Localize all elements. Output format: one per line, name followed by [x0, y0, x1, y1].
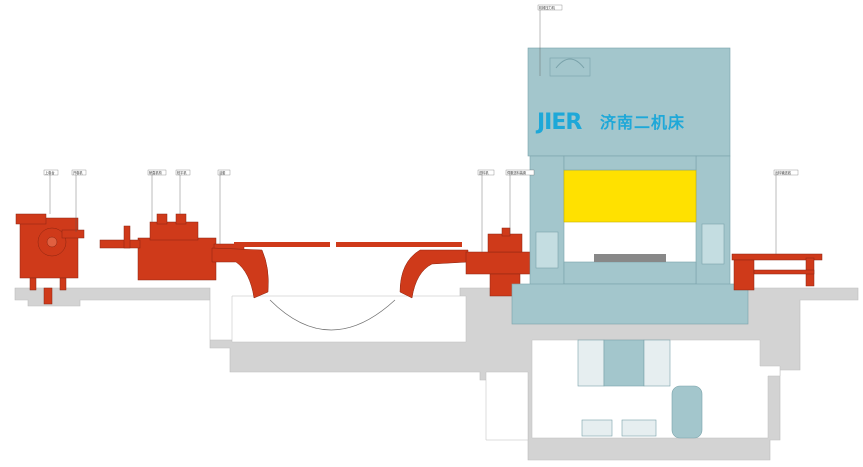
uncoiler [15, 213, 85, 305]
output-conveyor [731, 253, 823, 291]
straightener-head [149, 221, 199, 241]
press-control-box-left [535, 231, 559, 269]
conveyor-rail [753, 269, 815, 275]
straightener-entry [99, 239, 141, 249]
uncoiler-hub [46, 236, 58, 248]
strip-upper [234, 242, 462, 247]
press-pit-side [485, 371, 529, 441]
press-crown-cap [549, 57, 591, 77]
loop-pit-interior [231, 295, 467, 343]
straightener-arm [123, 225, 131, 249]
press [511, 47, 749, 439]
press-slide-top [563, 155, 697, 171]
press-control-box-right [701, 223, 725, 265]
conveyor-frame [733, 259, 755, 291]
uncoiler-top [15, 213, 47, 225]
callout-uncoiler-2: 开卷机 [73, 170, 83, 175]
hydraulic-unit-2 [621, 419, 657, 437]
loop-guide-right [399, 249, 469, 299]
press-slide [563, 169, 697, 223]
callout-straightener: 矫直机构 [149, 170, 162, 175]
feeder-body [465, 251, 531, 275]
cushion-right [643, 339, 671, 387]
press-die [594, 254, 666, 262]
callout-feeder: 送料机 [479, 170, 489, 175]
loop-guide-left [211, 247, 269, 299]
press-bolster [563, 261, 697, 285]
callout-feeder-2: 伺服送料装置 [507, 170, 526, 175]
uncoiler-foot [43, 287, 53, 305]
hydraulic-unit-1 [581, 419, 613, 437]
logo-latin-text: JIER [535, 110, 582, 135]
strip-loop [269, 299, 396, 331]
cushion-left [577, 339, 605, 387]
air-tank [671, 385, 703, 439]
straightener-tower-2 [175, 213, 187, 225]
callout-uncoiler: 上卷台 [45, 170, 55, 175]
straightener-tower-1 [156, 213, 168, 225]
press-bed [511, 283, 749, 325]
conveyor-top [731, 253, 823, 261]
callout-loop: 活套 [219, 170, 226, 175]
callout-straightener-2: 校平机 [177, 170, 187, 175]
feeder-post [501, 227, 511, 237]
logo-chinese-text: 济南二机床 [600, 113, 685, 132]
feeder-frame [487, 233, 523, 253]
press-crown-arch [555, 58, 585, 69]
leader-lines [49, 10, 777, 254]
uncoiler-leg-2 [59, 277, 67, 291]
straightener [99, 213, 245, 281]
jier-logo: JIER 济南二机床 [535, 110, 685, 135]
uncoiler-leg-1 [29, 277, 37, 291]
callout-press: 机械压力机 [539, 5, 556, 10]
cushion-mid [603, 339, 645, 387]
uncoiler-arm [61, 229, 85, 239]
straightener-body [137, 237, 217, 281]
foundation [14, 287, 859, 461]
press-column-left [529, 155, 565, 307]
callout-labels: 上卷台 开卷机 矫直机构 校平机 活套 送料机 伺服送料装置 机械压力机 出料输… [43, 4, 799, 176]
callout-conveyor: 出料输送线 [775, 170, 792, 175]
